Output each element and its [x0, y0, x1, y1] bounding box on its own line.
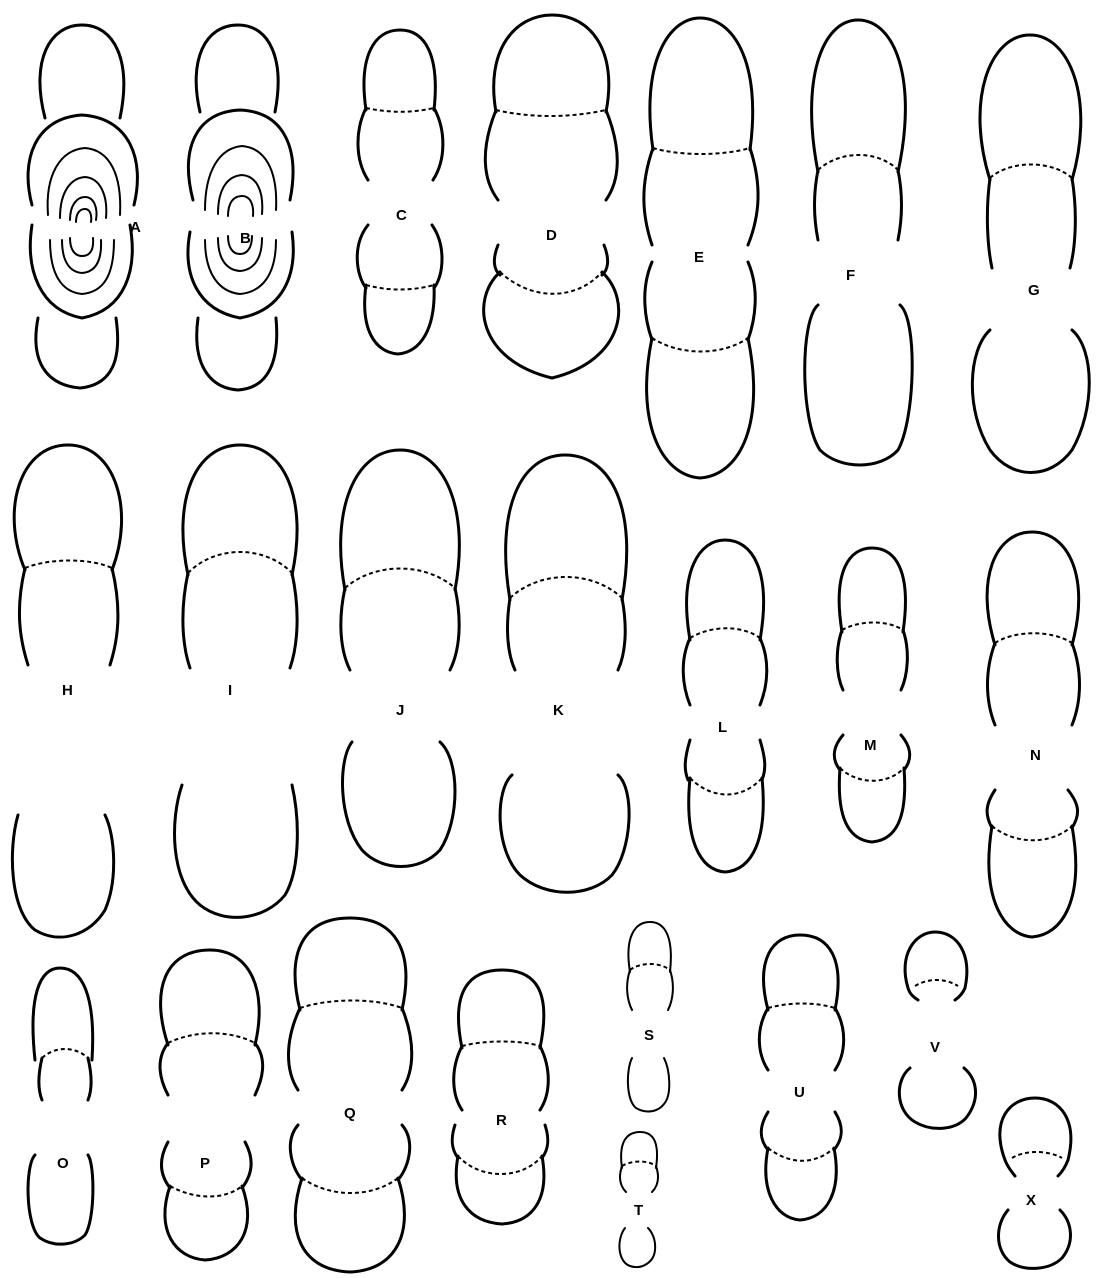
- specimen-o: [28, 968, 93, 1244]
- specimen-t: [619, 1132, 658, 1267]
- label-n: N: [1030, 747, 1041, 764]
- label-v: V: [930, 1039, 940, 1056]
- specimen-i: [175, 445, 298, 917]
- label-p: P: [200, 1155, 210, 1172]
- label-t: T: [634, 1202, 643, 1219]
- specimen-v: [899, 932, 975, 1128]
- label-f: F: [846, 267, 855, 284]
- label-l: L: [718, 719, 727, 736]
- label-u: U: [794, 1084, 805, 1101]
- label-c: C: [396, 207, 407, 224]
- label-h: H: [62, 682, 73, 699]
- specimen-s: [627, 922, 673, 1111]
- label-k: K: [553, 702, 564, 719]
- specimen-r: [452, 970, 548, 1224]
- specimen-d: [484, 15, 619, 378]
- specimen-a: [28, 25, 137, 388]
- specimen-e: [644, 18, 758, 478]
- label-r: R: [496, 1112, 507, 1129]
- label-i: I: [228, 682, 232, 699]
- specimen-j: [341, 450, 460, 867]
- specimen-q: [288, 918, 411, 1272]
- label-q: Q: [344, 1105, 356, 1122]
- label-o: O: [57, 1155, 69, 1172]
- label-s: S: [644, 1027, 654, 1044]
- label-e: E: [694, 249, 704, 266]
- label-d: D: [546, 227, 557, 244]
- label-j: J: [396, 702, 404, 719]
- label-m: M: [864, 737, 877, 754]
- specimen-n: [987, 532, 1079, 937]
- specimen-c: [357, 30, 443, 354]
- label-x: X: [1026, 1192, 1036, 1209]
- specimen-x: [998, 1098, 1070, 1268]
- label-b: B: [240, 230, 251, 247]
- label-a: A: [130, 219, 141, 236]
- specimen-g: [972, 35, 1089, 473]
- specimen-b: [188, 25, 293, 390]
- specimen-p: [160, 950, 263, 1260]
- label-g: G: [1028, 282, 1040, 299]
- specimen-k: [500, 455, 629, 892]
- specimen-f: [805, 20, 912, 465]
- specimen-u: [759, 935, 843, 1220]
- specimen-m: [834, 548, 909, 842]
- specimen-l: [683, 540, 767, 872]
